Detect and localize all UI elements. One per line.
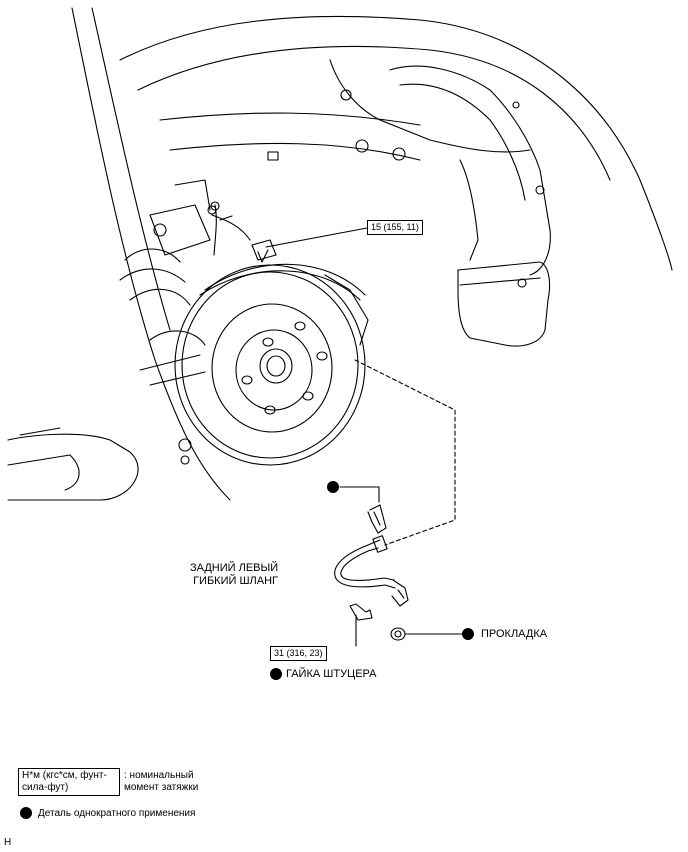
alignment-dashes bbox=[354, 359, 456, 546]
union-nut-bolt bbox=[349, 603, 373, 647]
corner-mark: H bbox=[4, 837, 12, 848]
legend-torque-units: Н*м (кгс*см, фунт-сила-фут) bbox=[18, 768, 120, 796]
single-use-marker-icon bbox=[327, 481, 339, 493]
legend-torque-desc: : номинальный момент затяжки bbox=[124, 770, 199, 793]
vehicle-body-outline bbox=[7, 7, 673, 501]
hose-label-line-1: ЗАДНИЙ ЛЕВЫЙ bbox=[190, 562, 279, 574]
brake-disc-rotor bbox=[174, 263, 369, 466]
legend-single-use-icon bbox=[20, 807, 32, 819]
flexible-hose bbox=[334, 535, 409, 607]
single-use-marker-icon bbox=[462, 628, 474, 640]
caliper-hose-joint bbox=[210, 201, 277, 263]
suspension-assembly bbox=[119, 179, 251, 465]
gasket-part bbox=[390, 627, 463, 641]
hose-clip bbox=[339, 486, 387, 534]
union-nut-label: ГАЙКА ШТУЦЕРА bbox=[286, 668, 377, 680]
hose-label-line-2: ГИБКИЙ ШЛАНГ bbox=[193, 575, 278, 587]
fender-liner bbox=[340, 65, 551, 347]
torque-callout-union-nut: 31 (316, 23) bbox=[270, 646, 327, 661]
gasket-label: ПРОКЛАДКА bbox=[481, 628, 548, 640]
legend-single-use-text: Деталь однократного применения bbox=[38, 808, 196, 819]
torque-callout-bracket: 15 (155, 11) bbox=[367, 220, 423, 235]
single-use-marker-icon bbox=[270, 668, 282, 680]
